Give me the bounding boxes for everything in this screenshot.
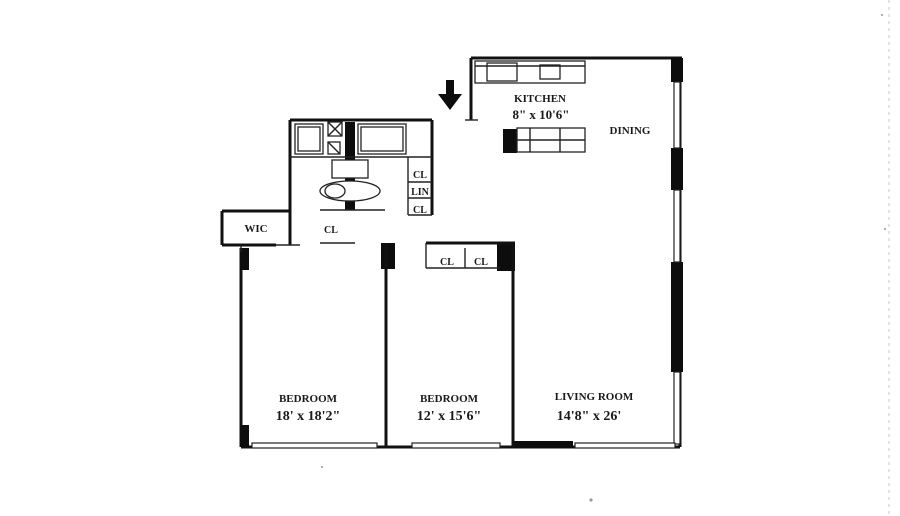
dining-label: DINING bbox=[610, 125, 651, 137]
kitchen-size: 8" x 10'6" bbox=[512, 107, 569, 122]
down-arrow-icon bbox=[438, 80, 462, 110]
bedroom-2-size: 12' x 15'6" bbox=[417, 409, 482, 424]
living-room-label: LIVING ROOM bbox=[555, 391, 634, 403]
closet-label-hall-top: CL bbox=[413, 170, 427, 181]
closet-label-bath: CL bbox=[324, 225, 338, 236]
kitchen-fixtures bbox=[474, 60, 586, 153]
linen-closet-label: LIN bbox=[411, 187, 430, 198]
closet-label-bedroom-right: CL bbox=[474, 257, 488, 268]
bedroom-1-label: BEDROOM bbox=[279, 393, 338, 405]
living-room-size: 14'8" x 26' bbox=[557, 409, 622, 424]
windows bbox=[251, 81, 681, 449]
bedroom-1-size: 18' x 18'2" bbox=[276, 409, 341, 424]
wic-label: WIC bbox=[244, 223, 267, 235]
structural-columns bbox=[240, 58, 683, 448]
closet-label-bedroom-left: CL bbox=[440, 257, 454, 268]
bedroom-2-label: BEDROOM bbox=[420, 393, 479, 405]
closet-label-hall-bottom: CL bbox=[413, 205, 427, 216]
kitchen-label: KITCHEN bbox=[514, 93, 566, 105]
interior-walls bbox=[220, 118, 515, 447]
exterior-walls bbox=[239, 56, 682, 449]
bathroom-fixtures bbox=[294, 121, 407, 211]
scan-artifacts bbox=[321, 0, 890, 516]
